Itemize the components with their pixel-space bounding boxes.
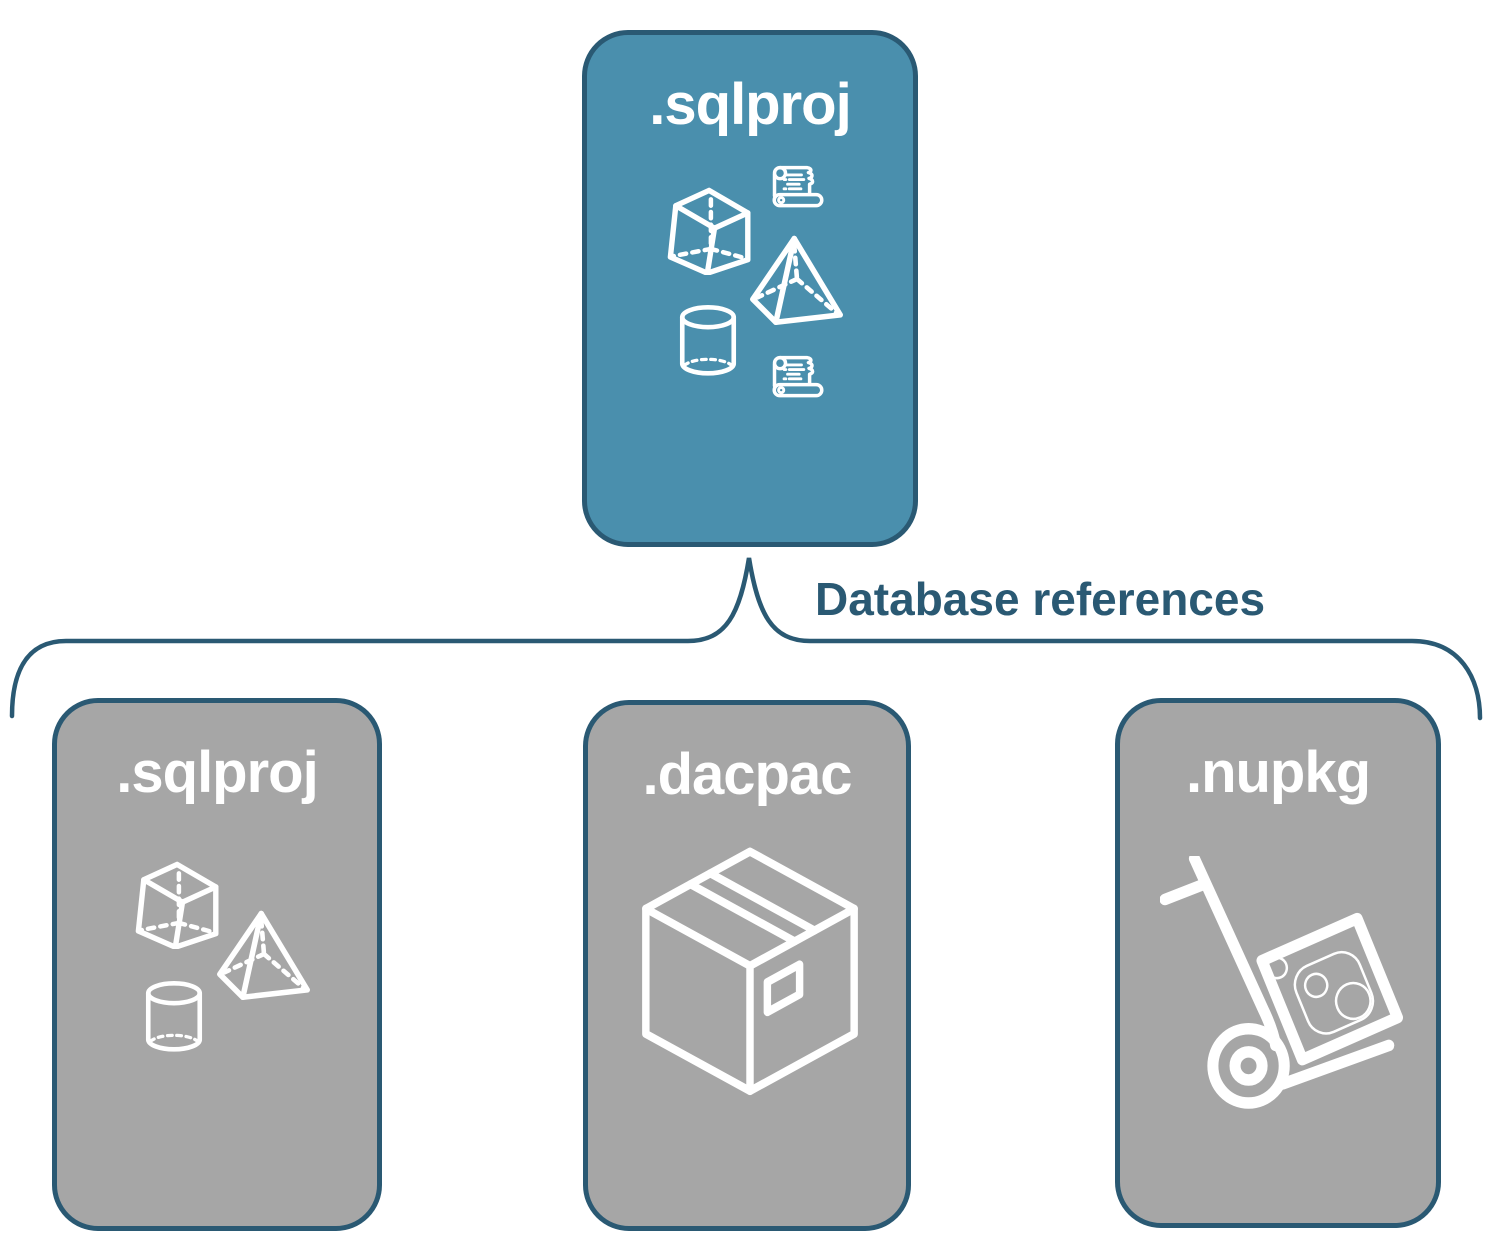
nuget-hand-truck-icon [1160,856,1404,1109]
dacpac-card: .dacpac [583,700,911,1231]
connector-label: Database references [815,573,1266,625]
brace-path [9,557,1483,721]
pyramid-icon [750,235,843,325]
cylinder-icon [145,981,203,1052]
cube-icon [667,187,751,275]
card-title: .sqlproj [649,72,851,137]
cube-icon [135,861,219,949]
package-box-icon [642,847,858,1096]
main-sqlproj-card: .sqlproj [582,30,918,547]
child-sqlproj-card: .sqlproj [52,698,382,1231]
card-title: .sqlproj [116,740,318,805]
pyramid-icon [217,910,310,1000]
card-title: .dacpac [642,742,853,807]
nupkg-card: .nupkg [1115,698,1441,1228]
scroll-icon [772,165,824,208]
scroll-icon [772,355,824,398]
card-title: .nupkg [1185,740,1371,805]
cylinder-icon [679,305,737,376]
